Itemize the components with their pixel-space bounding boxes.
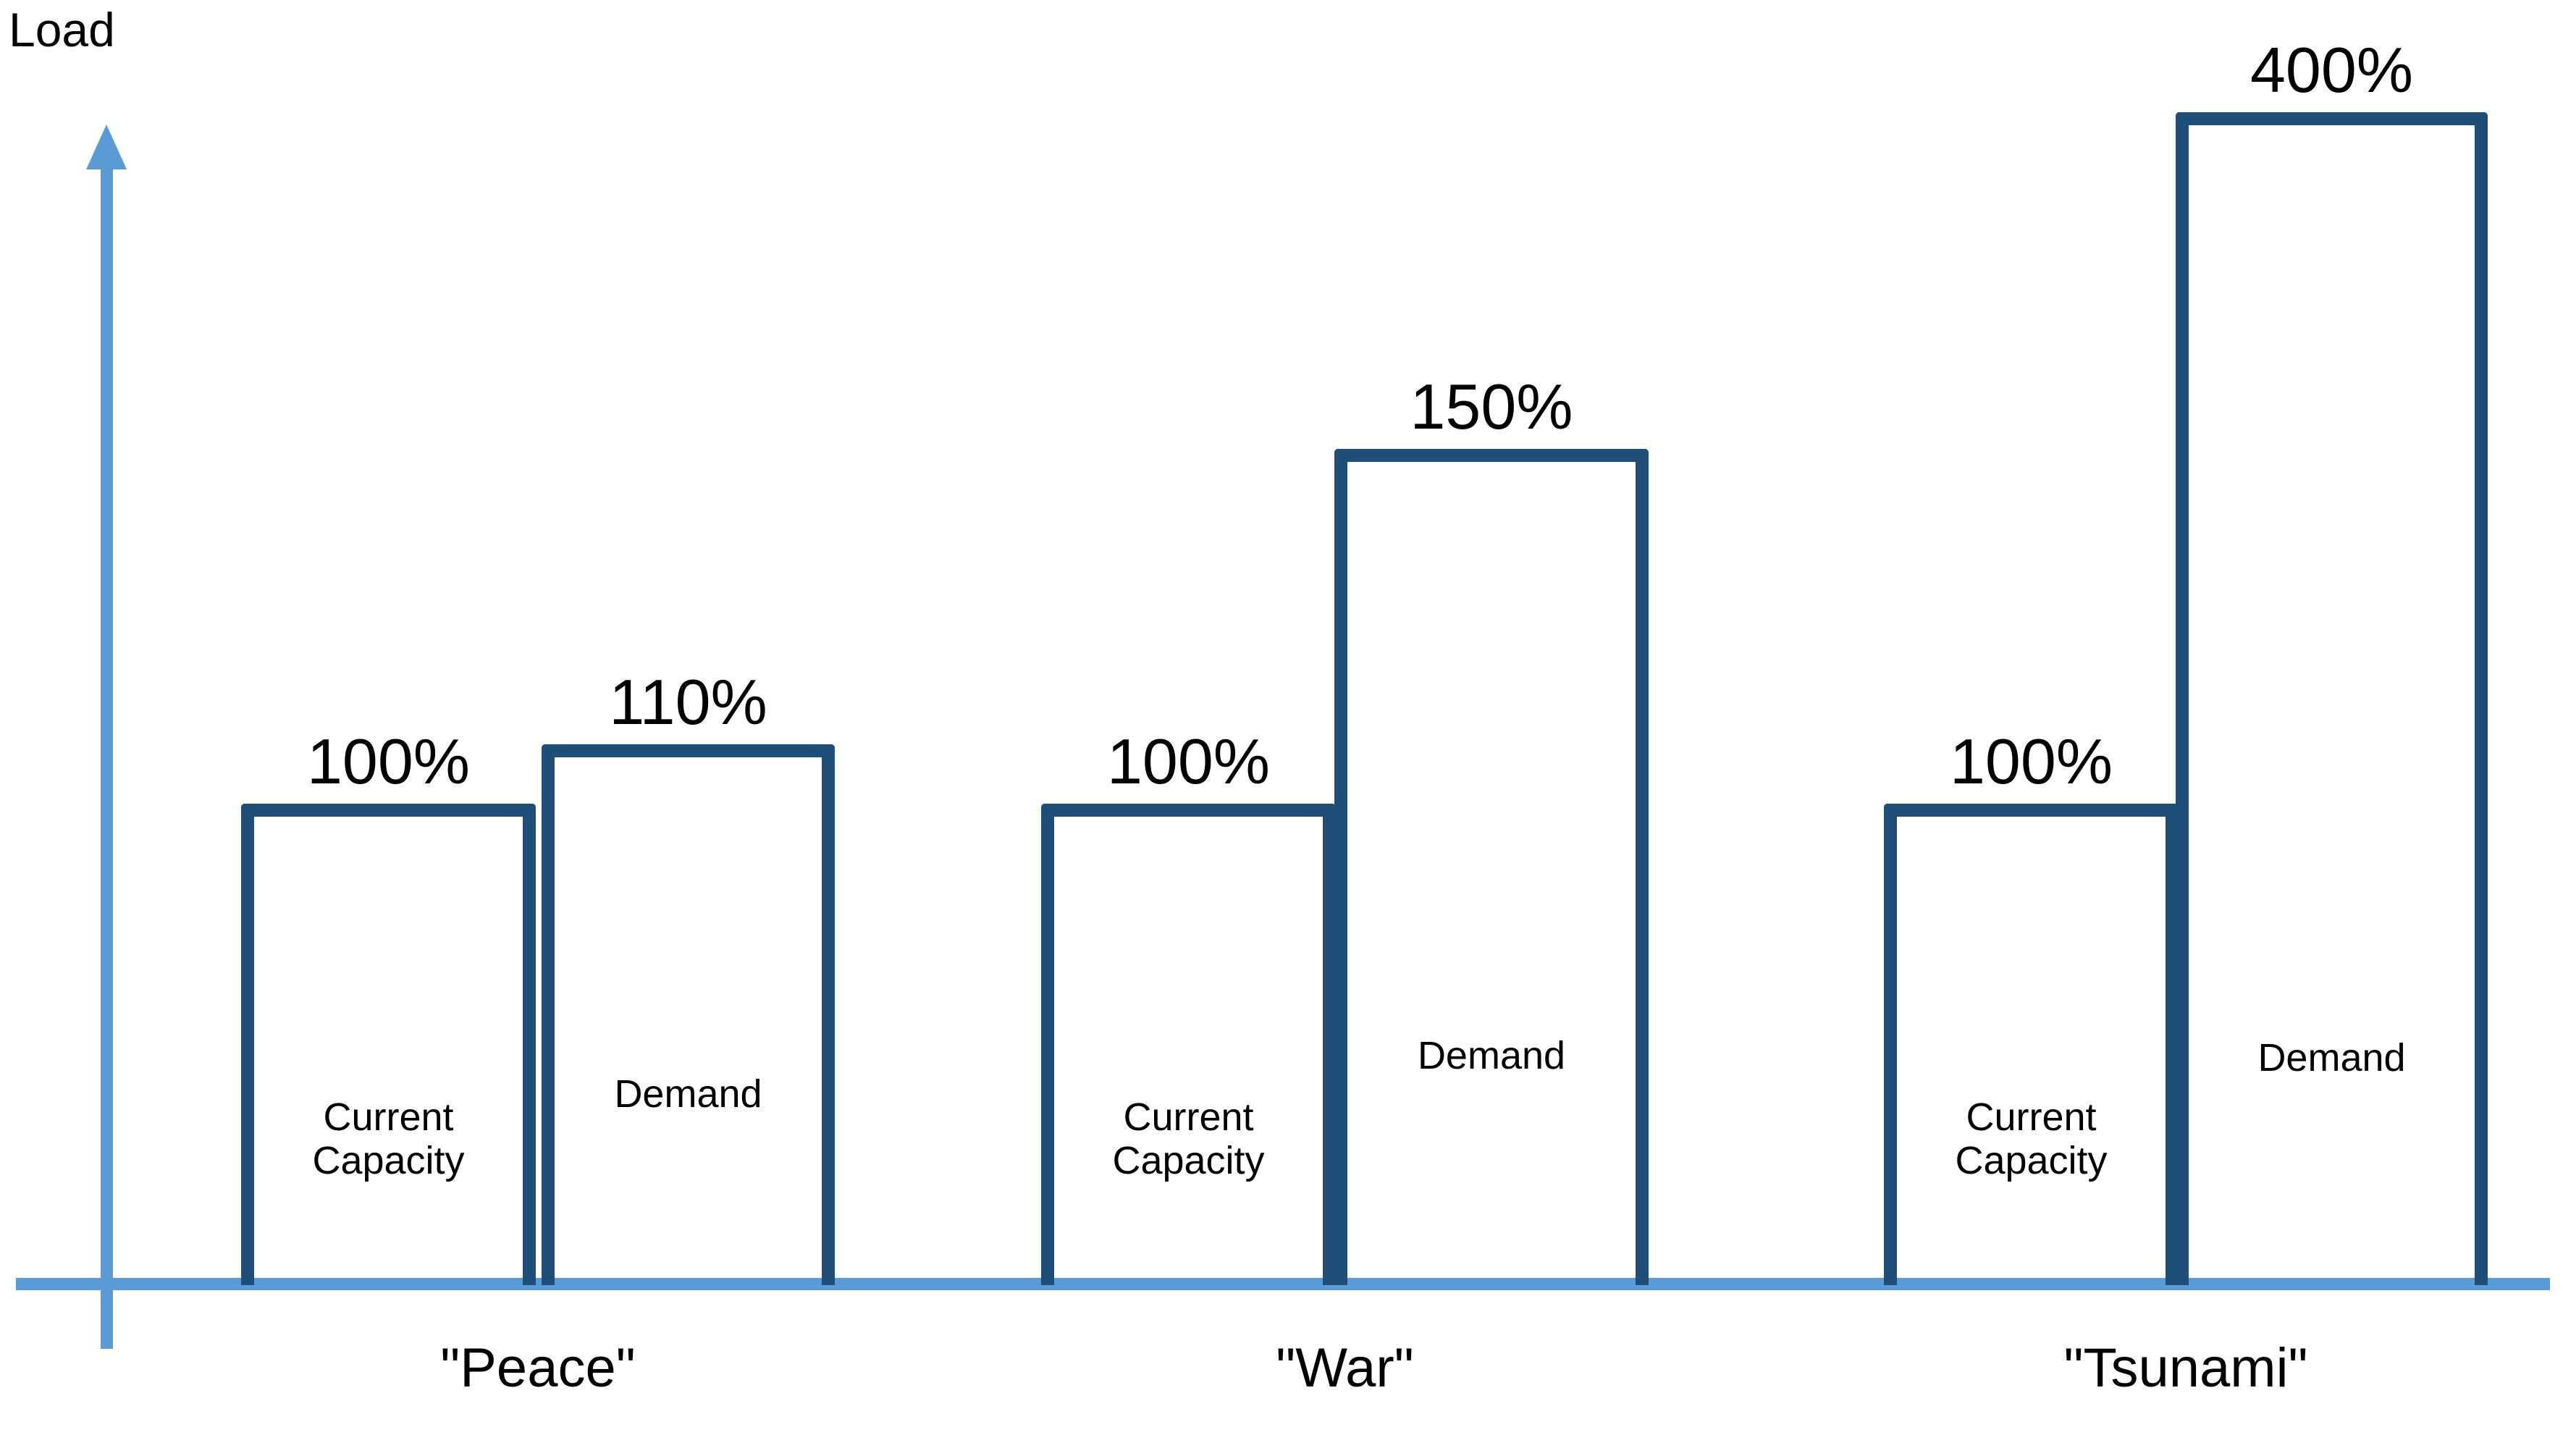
bar-war-demand[interactable]: Demand xyxy=(1334,449,1649,1285)
bar-label-peace-demand: Demand xyxy=(614,1072,762,1116)
bar-value-peace-demand: 110% xyxy=(609,666,767,738)
bar-tsunami-current-capacity[interactable]: Current Capacity xyxy=(1884,804,2179,1285)
category-label-war: "War" xyxy=(1276,1337,1414,1399)
bar-peace-current-capacity[interactable]: Current Capacity xyxy=(241,804,536,1285)
bar-label-tsunami-demand: Demand xyxy=(2257,1036,2406,1080)
category-label-tsunami: "Tsunami" xyxy=(2063,1337,2308,1399)
y-axis-line xyxy=(101,165,113,1349)
y-axis-label: Load xyxy=(9,3,115,56)
category-label-peace: "Peace" xyxy=(440,1337,636,1399)
bar-war-current-capacity[interactable]: Current Capacity xyxy=(1041,804,1336,1285)
bar-value-tsunami-current-capacity: 100% xyxy=(1949,725,2113,797)
bar-label-war-current-capacity: Current Capacity xyxy=(1112,1095,1265,1183)
bar-tsunami-demand[interactable]: Demand xyxy=(2176,112,2488,1285)
bar-label-tsunami-current-capacity: Current Capacity xyxy=(1955,1095,2108,1183)
bar-value-peace-current-capacity: 100% xyxy=(306,725,471,797)
y-axis-arrowhead-icon xyxy=(86,125,127,169)
x-axis-line xyxy=(16,1278,2550,1290)
bar-value-war-current-capacity: 100% xyxy=(1106,725,1271,797)
bar-label-war-demand: Demand xyxy=(1417,1034,1566,1077)
bar-label-peace-current-capacity: Current Capacity xyxy=(312,1095,465,1183)
bar-peace-demand[interactable]: Demand xyxy=(542,744,835,1285)
bar-value-war-demand: 150% xyxy=(1410,371,1573,442)
bar-value-tsunami-demand: 400% xyxy=(2250,34,2414,106)
